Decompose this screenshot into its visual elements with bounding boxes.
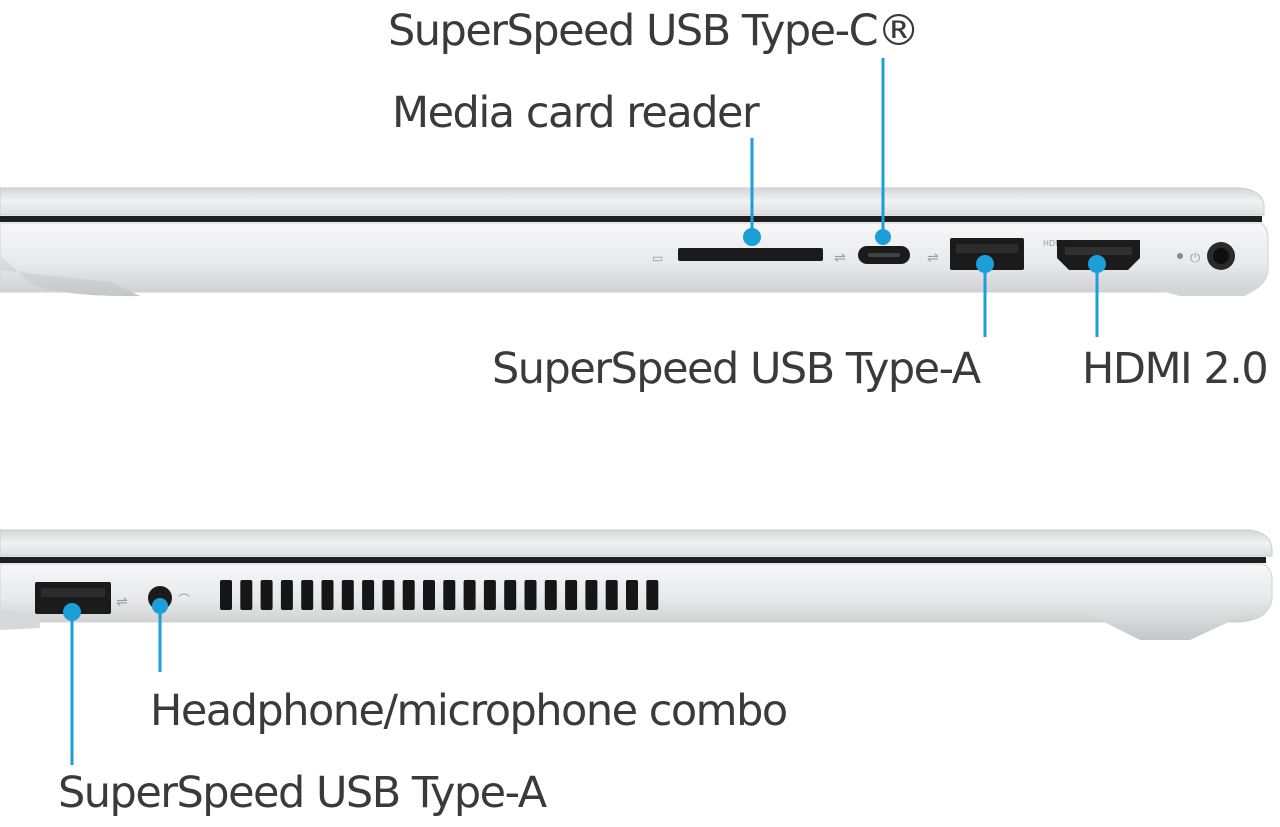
svg-text:⇌: ⇌ (116, 594, 128, 610)
vent-slot (646, 580, 659, 610)
svg-text:HDMI: HDMI (1043, 239, 1064, 248)
vent-slot (626, 580, 638, 610)
vent-slot (402, 580, 415, 610)
usb-c-label: SuperSpeed USB Type-C® (388, 6, 920, 56)
laptop-left-side: ⇌ ⌒ (0, 529, 1273, 640)
vent-slot (585, 580, 598, 610)
vent-slot (565, 580, 578, 610)
vent-slot (483, 580, 496, 610)
vent-slot (504, 580, 517, 610)
svg-text:⇌: ⇌ (834, 250, 846, 266)
media-card-slot (678, 248, 823, 261)
hdmi-callout-dot (1088, 255, 1106, 273)
vent-slot (443, 580, 456, 610)
svg-text:⏻: ⏻ (1190, 251, 1200, 266)
svg-text:▭: ▭ (652, 251, 663, 265)
vent-slot (423, 580, 435, 610)
media-card-callout-dot (743, 228, 761, 246)
vent-slot (362, 580, 375, 610)
usb-c-callout-dot (875, 229, 891, 245)
vent-slot (544, 580, 557, 610)
vent-slot (240, 580, 253, 610)
usb-a-left-label: SuperSpeed USB Type-A (58, 768, 547, 818)
vent-slot (260, 580, 273, 610)
cooling-vents (220, 580, 659, 610)
vent-slot (605, 580, 618, 610)
headphone-callout-dot (152, 598, 168, 614)
usb-a-right-label: SuperSpeed USB Type-A (492, 344, 981, 394)
svg-text:⌒: ⌒ (178, 593, 190, 607)
usb-a-left-callout-dot (63, 603, 81, 621)
hdmi-label: HDMI 2.0 (1082, 344, 1269, 394)
media-card-reader-label: Media card reader (392, 88, 760, 138)
vent-slot (280, 580, 293, 610)
led-indicator (1177, 253, 1183, 259)
vent-slot (321, 580, 334, 610)
laptop-right-side: ▭ ⇌ ⇌ HDMI ⏻ (0, 187, 1269, 297)
lid-seam (0, 216, 1262, 222)
vent-slot (524, 580, 537, 610)
vent-slot (382, 580, 395, 610)
vent-slot (301, 580, 314, 610)
usb-a-right-callout-dot (976, 255, 994, 273)
vent-slot (341, 580, 354, 610)
lid-seam-left (0, 557, 1266, 563)
vent-slot (463, 580, 476, 610)
callout-lines (63, 58, 1106, 765)
headphone-combo-label: Headphone/microphone combo (150, 686, 788, 736)
svg-text:⇌: ⇌ (927, 250, 939, 266)
vent-slot (220, 580, 232, 610)
